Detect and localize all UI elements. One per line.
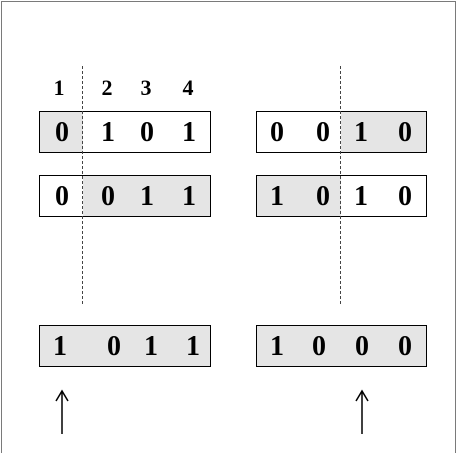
left-split-divider xyxy=(82,66,83,304)
bit: 1 xyxy=(140,181,154,212)
right-result-register: 1 0 0 0 xyxy=(256,325,427,367)
bit: 0 xyxy=(398,181,412,212)
bit: 1 xyxy=(270,181,284,212)
right-top-register: 0 0 1 0 xyxy=(256,111,427,153)
right-middle-register: 1 0 1 0 xyxy=(256,175,427,217)
bit: 1 xyxy=(101,117,115,148)
bit: 0 xyxy=(101,181,115,212)
index-label-3: 3 xyxy=(140,75,152,100)
left-up-arrow-icon xyxy=(55,389,69,434)
bit: 0 xyxy=(140,117,154,148)
bit: 0 xyxy=(398,331,412,362)
right-up-arrow-icon xyxy=(355,389,369,434)
shaded-segment xyxy=(341,112,426,152)
bit: 1 xyxy=(53,331,67,362)
bit: 1 xyxy=(182,181,196,212)
bit: 1 xyxy=(354,117,368,148)
shaded-segment xyxy=(257,326,426,366)
shaded-segment xyxy=(40,326,210,366)
bit: 1 xyxy=(182,117,196,148)
bit: 0 xyxy=(316,181,330,212)
bit: 0 xyxy=(398,117,412,148)
bit: 0 xyxy=(270,117,284,148)
bit: 0 xyxy=(355,331,369,362)
bit: 0 xyxy=(55,181,69,212)
bit: 0 xyxy=(312,331,326,362)
bit: 1 xyxy=(144,331,158,362)
bit: 0 xyxy=(316,117,330,148)
left-middle-register: 0 0 1 1 xyxy=(39,175,211,217)
shaded-segment xyxy=(257,176,341,216)
index-label-2: 2 xyxy=(101,75,113,100)
bit: 1 xyxy=(186,331,200,362)
right-split-divider xyxy=(340,66,341,304)
left-top-register: 0 1 0 1 xyxy=(39,111,211,153)
index-label-1: 1 xyxy=(53,75,65,100)
bit: 0 xyxy=(107,331,121,362)
bit: 1 xyxy=(354,181,368,212)
bit: 1 xyxy=(270,331,284,362)
index-label-4: 4 xyxy=(182,75,194,100)
shaded-segment xyxy=(83,176,210,216)
bit: 0 xyxy=(55,117,69,148)
shaded-segment xyxy=(40,112,83,152)
left-result-register: 1 0 1 1 xyxy=(39,325,211,367)
